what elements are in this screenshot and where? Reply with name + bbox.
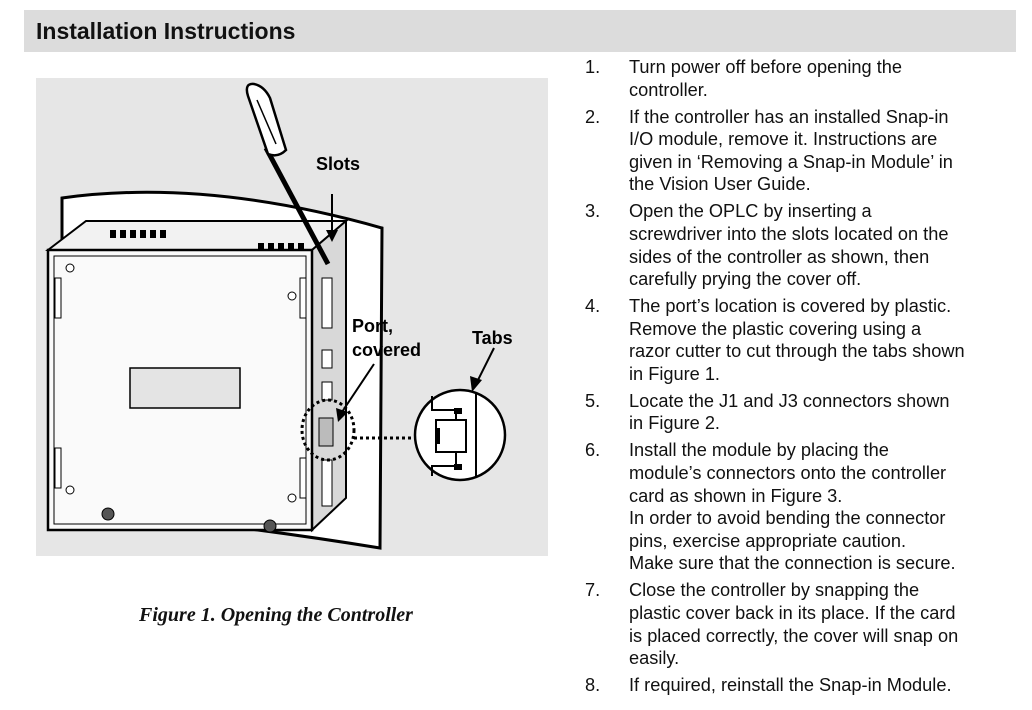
step-text-line: easily. bbox=[629, 648, 680, 669]
step-text-line: In order to avoid bending the connector bbox=[629, 508, 946, 529]
step-text-line: Open the OPLC by inserting a bbox=[629, 201, 872, 222]
step-number: 6. bbox=[585, 440, 601, 461]
tabs-arrow bbox=[475, 347, 495, 385]
step-text-line: in Figure 1. bbox=[629, 363, 720, 384]
step-text-line: the Vision User Guide. bbox=[629, 174, 811, 195]
step-text-line: screwdriver into the slots located on th… bbox=[629, 223, 949, 244]
step-text-line: If the controller has an installed Snap-… bbox=[629, 106, 949, 127]
step-text-line: Remove the plastic covering using a bbox=[629, 318, 922, 339]
controller-body bbox=[45, 218, 349, 533]
step-text-line: razor cutter to cut through the tabs sho… bbox=[629, 341, 965, 362]
step-text-line: Close the controller by snapping the bbox=[629, 580, 920, 601]
step-text-line: plastic cover back in its place. If the … bbox=[629, 603, 956, 623]
step-number: 1. bbox=[585, 57, 601, 77]
port-circle bbox=[300, 398, 356, 462]
step-text-line: carefully prying the cover off. bbox=[629, 269, 862, 290]
step-number: 5. bbox=[585, 390, 601, 411]
step-item: 8. If required, reinstall the Snap-in Mod… bbox=[580, 674, 1020, 697]
section-title: Installation Instructions bbox=[36, 18, 296, 44]
port-arrow bbox=[341, 363, 375, 413]
step-text-line: Make sure that the connection is secure. bbox=[629, 553, 956, 574]
step-text-line: I/O module, remove it. Instructions are bbox=[629, 129, 938, 150]
step-text-line: sides of the controller as shown, then bbox=[629, 246, 930, 267]
step-text-line: given in ‘Removing a Snap-in Module’ in bbox=[629, 151, 953, 172]
label-covered: covered bbox=[352, 340, 421, 360]
step-text-line: card as shown in Figure 3. bbox=[629, 485, 843, 506]
label-tabs: Tabs bbox=[472, 328, 513, 348]
step-number: 3. bbox=[585, 201, 601, 222]
step-item: 4. The port’s location is covered by plas… bbox=[580, 295, 1020, 385]
step-text-line: is placed correctly, the cover will snap… bbox=[629, 625, 959, 646]
step-number: 4. bbox=[585, 296, 601, 317]
label-slots: Slots bbox=[316, 154, 360, 174]
step-text-line: controller. bbox=[629, 79, 708, 100]
step-text-line: in Figure 2. bbox=[629, 413, 720, 434]
step-text-line: Install the module by placing the bbox=[629, 440, 889, 461]
section-header: Installation Instructions bbox=[24, 10, 1016, 52]
step-text-line: The port’s location is covered by plasti… bbox=[629, 296, 952, 317]
step-number: 7. bbox=[585, 580, 601, 601]
step-item: 2. If the controller has an installed Sna… bbox=[580, 106, 1020, 196]
step-text-line: module’s connectors onto the controller bbox=[629, 463, 947, 484]
step-number: 8. bbox=[585, 675, 601, 696]
controller-illustration: Slots Port, covered Tabs bbox=[36, 78, 548, 556]
step-text-line: Turn power off before opening the bbox=[629, 57, 902, 77]
step-text-line: If required, reinstall the Snap-in Modul… bbox=[629, 675, 952, 696]
figure-opening-controller: Slots Port, covered Tabs bbox=[36, 78, 548, 556]
label-port: Port, bbox=[352, 316, 393, 336]
step-text-line: Locate the J1 and J3 connectors shown bbox=[629, 390, 950, 411]
figure-caption: Figure 1. Opening the Controller bbox=[139, 604, 413, 626]
step-number: 2. bbox=[585, 106, 601, 127]
screwdriver bbox=[245, 82, 331, 266]
tabs-detail-circle bbox=[413, 388, 507, 482]
step-text-line: pins, exercise appropriate caution. bbox=[629, 530, 907, 551]
